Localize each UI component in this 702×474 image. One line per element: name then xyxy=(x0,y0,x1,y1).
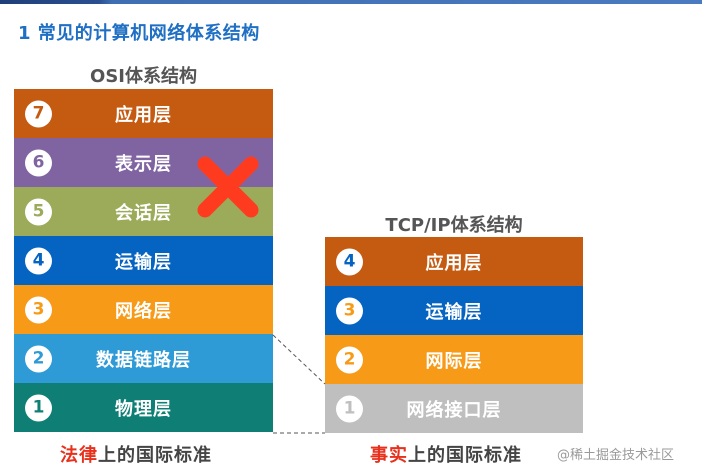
tcpip-title: TCP/IP体系结构 xyxy=(385,215,523,236)
layer-number-badge: 7 xyxy=(25,100,52,127)
layer-label: 数据链路层 xyxy=(96,349,191,371)
layer-number-badge: 1 xyxy=(336,395,363,422)
tcpip-layer-1: 1 网络接口层 xyxy=(325,384,583,433)
layer-label: 表示层 xyxy=(115,153,172,175)
layer-number-badge: 4 xyxy=(336,248,363,275)
layer-label: 应用层 xyxy=(115,104,172,126)
osi-layer-4: 4 运输层 xyxy=(14,236,273,285)
osi-layer-7: 7 应用层 xyxy=(14,89,273,138)
watermark: @稀土掘金技术社区 xyxy=(557,448,675,463)
osi-title: OSI体系结构 xyxy=(90,66,197,87)
caption-text: 上的国际标准 xyxy=(98,445,212,466)
tcpip-layer-4: 4 应用层 xyxy=(325,237,583,286)
layer-label: 会话层 xyxy=(115,202,172,224)
caption-highlight: 事实 xyxy=(370,445,408,466)
caption-text: 上的国际标准 xyxy=(408,445,522,466)
layer-label: 网络接口层 xyxy=(406,399,502,421)
layer-label: 网际层 xyxy=(425,350,483,372)
layer-number-badge: 6 xyxy=(25,149,52,176)
layer-number-badge: 3 xyxy=(336,297,363,324)
layer-number-badge: 3 xyxy=(25,296,52,323)
osi-layer-3: 3 网络层 xyxy=(14,285,273,334)
tcpip-stack: 4 应用层 3 运输层 2 网际层 1 网络接口层 xyxy=(325,237,583,433)
osi-layer-2: 2 数据链路层 xyxy=(14,334,273,383)
layer-label: 应用层 xyxy=(425,252,483,274)
layer-number-badge: 5 xyxy=(25,198,52,225)
layer-number-badge: 4 xyxy=(25,247,52,274)
layer-label: 网络层 xyxy=(115,300,172,322)
page-title: 1 常见的计算机网络体系结构 xyxy=(18,23,260,44)
red-x-icon xyxy=(197,156,259,218)
dashed-connector-top xyxy=(272,334,326,385)
layer-number-badge: 1 xyxy=(25,394,52,421)
caption-highlight: 法律 xyxy=(60,445,98,466)
tcpip-layer-2: 2 网际层 xyxy=(325,335,583,384)
top-accent-bar xyxy=(0,0,702,4)
tcpip-standard-caption: 事实上的国际标准 xyxy=(370,441,522,467)
osi-stack: 7 应用层 6 表示层 5 会话层 4 运输层 3 网络层 2 数据链路层 1 … xyxy=(14,89,273,432)
layer-label: 运输层 xyxy=(115,251,172,273)
layer-number-badge: 2 xyxy=(336,346,363,373)
layer-number-badge: 2 xyxy=(25,345,52,372)
tcpip-layer-3: 3 运输层 xyxy=(325,286,583,335)
layer-label: 物理层 xyxy=(115,398,172,420)
osi-standard-caption: 法律上的国际标准 xyxy=(60,441,212,467)
layer-label: 运输层 xyxy=(425,301,483,323)
osi-layer-1: 1 物理层 xyxy=(14,383,273,432)
